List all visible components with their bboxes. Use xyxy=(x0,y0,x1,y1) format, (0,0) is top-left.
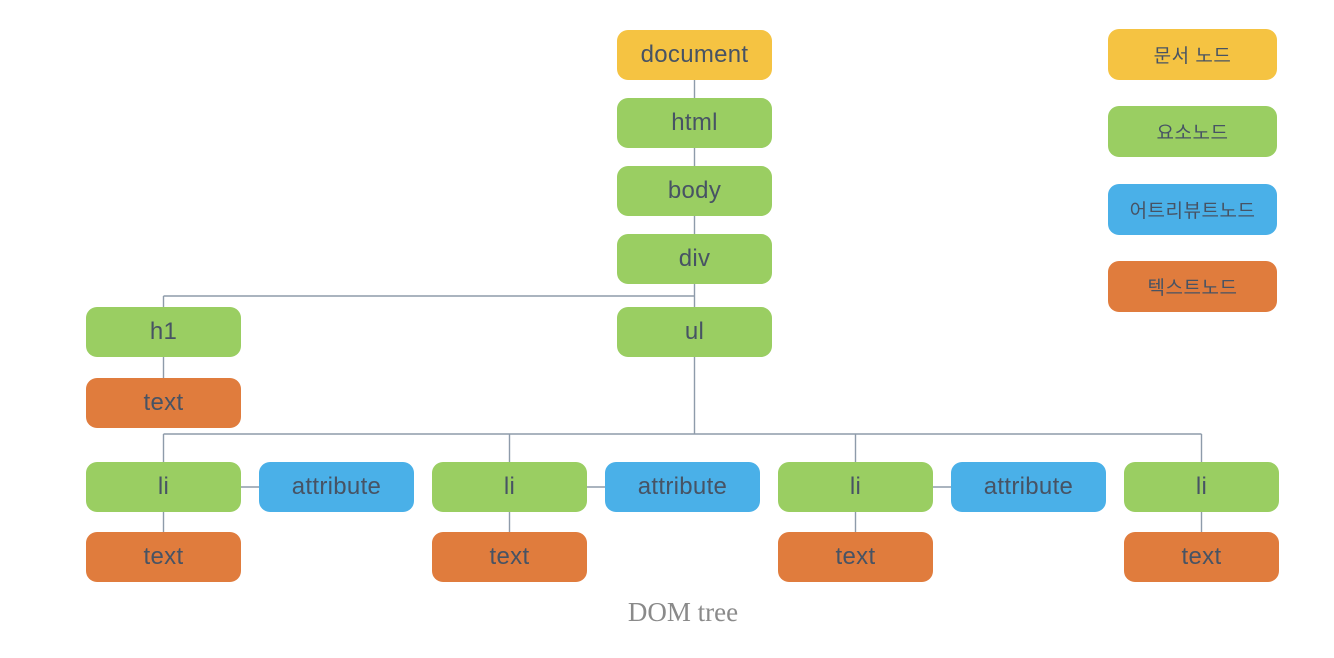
node-attribute-1: attribute xyxy=(259,462,414,512)
node-h1-text: text xyxy=(86,378,241,428)
diagram-caption: DOM tree xyxy=(627,597,739,627)
node-body: body xyxy=(617,166,772,216)
node-attribute-2: attribute xyxy=(605,462,760,512)
node-li-2: li xyxy=(432,462,587,512)
connector-path xyxy=(162,80,1203,532)
node-h1: h1 xyxy=(86,307,241,357)
node-li-3: li xyxy=(778,462,933,512)
node-ul: ul xyxy=(617,307,772,357)
legend-item-text-node: 텍스트노드 xyxy=(1108,261,1277,312)
legend-item-document-node: 문서 노드 xyxy=(1108,29,1277,80)
node-html: html xyxy=(617,98,772,148)
node-li-1: li xyxy=(86,462,241,512)
node-text-3: text xyxy=(778,532,933,582)
legend-item-element-node: 요소노드 xyxy=(1108,106,1277,157)
node-text-1: text xyxy=(86,532,241,582)
node-li-4: li xyxy=(1124,462,1279,512)
node-div: div xyxy=(617,234,772,284)
node-text-4: text xyxy=(1124,532,1279,582)
node-document: document xyxy=(617,30,772,80)
node-text-2: text xyxy=(432,532,587,582)
node-attribute-3: attribute xyxy=(951,462,1106,512)
legend-item-attribute-node: 어트리뷰트노드 xyxy=(1108,184,1277,235)
